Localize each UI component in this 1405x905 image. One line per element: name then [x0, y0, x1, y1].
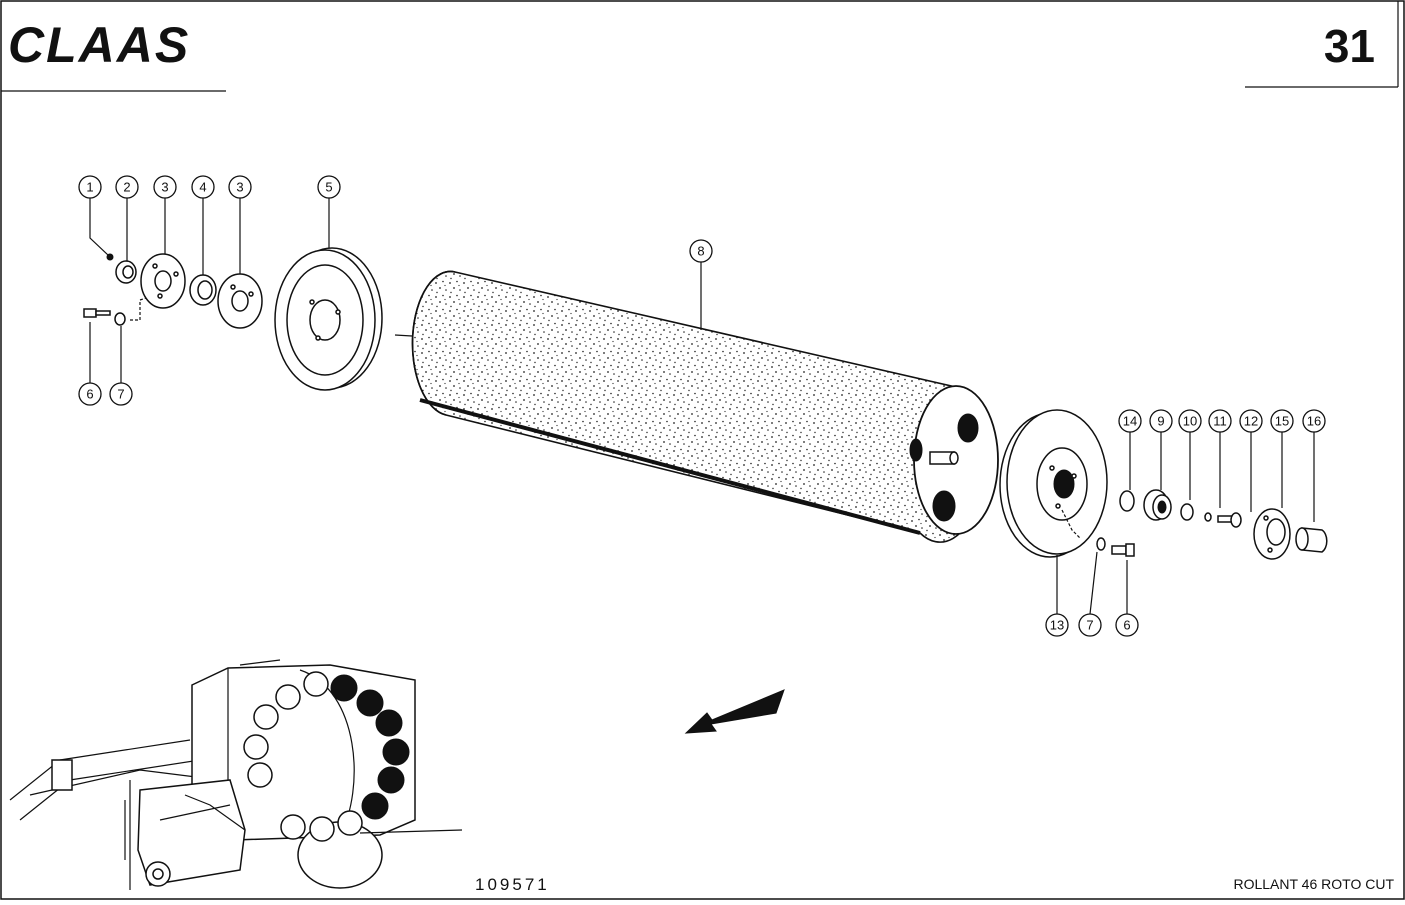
bolt-left	[83, 308, 97, 318]
svg-text:9: 9	[1157, 414, 1164, 429]
end-disc-left	[274, 247, 383, 391]
drawing-number: 109571	[475, 875, 550, 894]
callout-15: 15	[1270, 409, 1294, 433]
callout-6-left: 6	[78, 382, 102, 406]
svg-text:8: 8	[697, 244, 704, 259]
direction-arrow-icon	[684, 689, 785, 734]
svg-text:2: 2	[123, 180, 130, 195]
washer-left	[114, 312, 126, 326]
callout-6-right: 6	[1115, 613, 1139, 637]
right-bearing-group: 14 9 10 11 12 15 16 13	[1045, 409, 1328, 637]
callout-11: 11	[1208, 409, 1232, 433]
svg-text:16: 16	[1307, 414, 1321, 429]
callout-1: 1	[78, 175, 102, 199]
callout-3a: 3	[153, 175, 177, 199]
callout-14: 14	[1118, 409, 1142, 433]
baler-overview-sketch	[9, 659, 463, 890]
svg-text:13: 13	[1050, 618, 1064, 633]
svg-text:4: 4	[199, 180, 206, 195]
callout-10: 10	[1178, 409, 1202, 433]
callout-3b: 3	[228, 175, 252, 199]
svg-text:3: 3	[236, 180, 243, 195]
svg-text:5: 5	[325, 180, 332, 195]
callout-8: 8	[689, 239, 713, 263]
callout-2: 2	[115, 175, 139, 199]
washer-small	[1204, 512, 1212, 522]
svg-text:6: 6	[1123, 618, 1130, 633]
svg-text:7: 7	[117, 387, 124, 402]
callout-12: 12	[1239, 409, 1263, 433]
circlip	[1180, 503, 1194, 521]
end-disc-right	[999, 409, 1108, 558]
callout-7-left: 7	[109, 382, 133, 406]
callout-16: 16	[1302, 409, 1326, 433]
svg-text:12: 12	[1244, 414, 1258, 429]
callout-4: 4	[191, 175, 215, 199]
svg-text:6: 6	[86, 387, 93, 402]
left-bearing-group: 1 2 3 4 3 5 6 7	[78, 175, 341, 406]
svg-text:7: 7	[1086, 618, 1093, 633]
svg-text:1: 1	[86, 180, 93, 195]
callout-5: 5	[317, 175, 341, 199]
svg-text:3: 3	[161, 180, 168, 195]
page-number: 31	[1324, 20, 1375, 72]
claas-logo: CLAAS	[8, 17, 190, 73]
svg-text:14: 14	[1123, 414, 1137, 429]
svg-text:10: 10	[1183, 414, 1197, 429]
svg-text:15: 15	[1275, 414, 1289, 429]
highlighted-roller	[330, 674, 358, 702]
callout-7-right: 7	[1078, 613, 1102, 637]
grease-nipple	[106, 253, 114, 261]
end-cap	[1301, 527, 1328, 553]
roller-drum	[394, 262, 999, 543]
washer-right	[1096, 537, 1106, 551]
bolt-right	[1111, 545, 1127, 555]
model-name: ROLLANT 46 ROTO CUT	[1233, 876, 1394, 892]
callout-13: 13	[1045, 613, 1069, 637]
seal-ring	[1119, 490, 1135, 512]
svg-text:11: 11	[1213, 414, 1227, 429]
callout-9: 9	[1149, 409, 1173, 433]
